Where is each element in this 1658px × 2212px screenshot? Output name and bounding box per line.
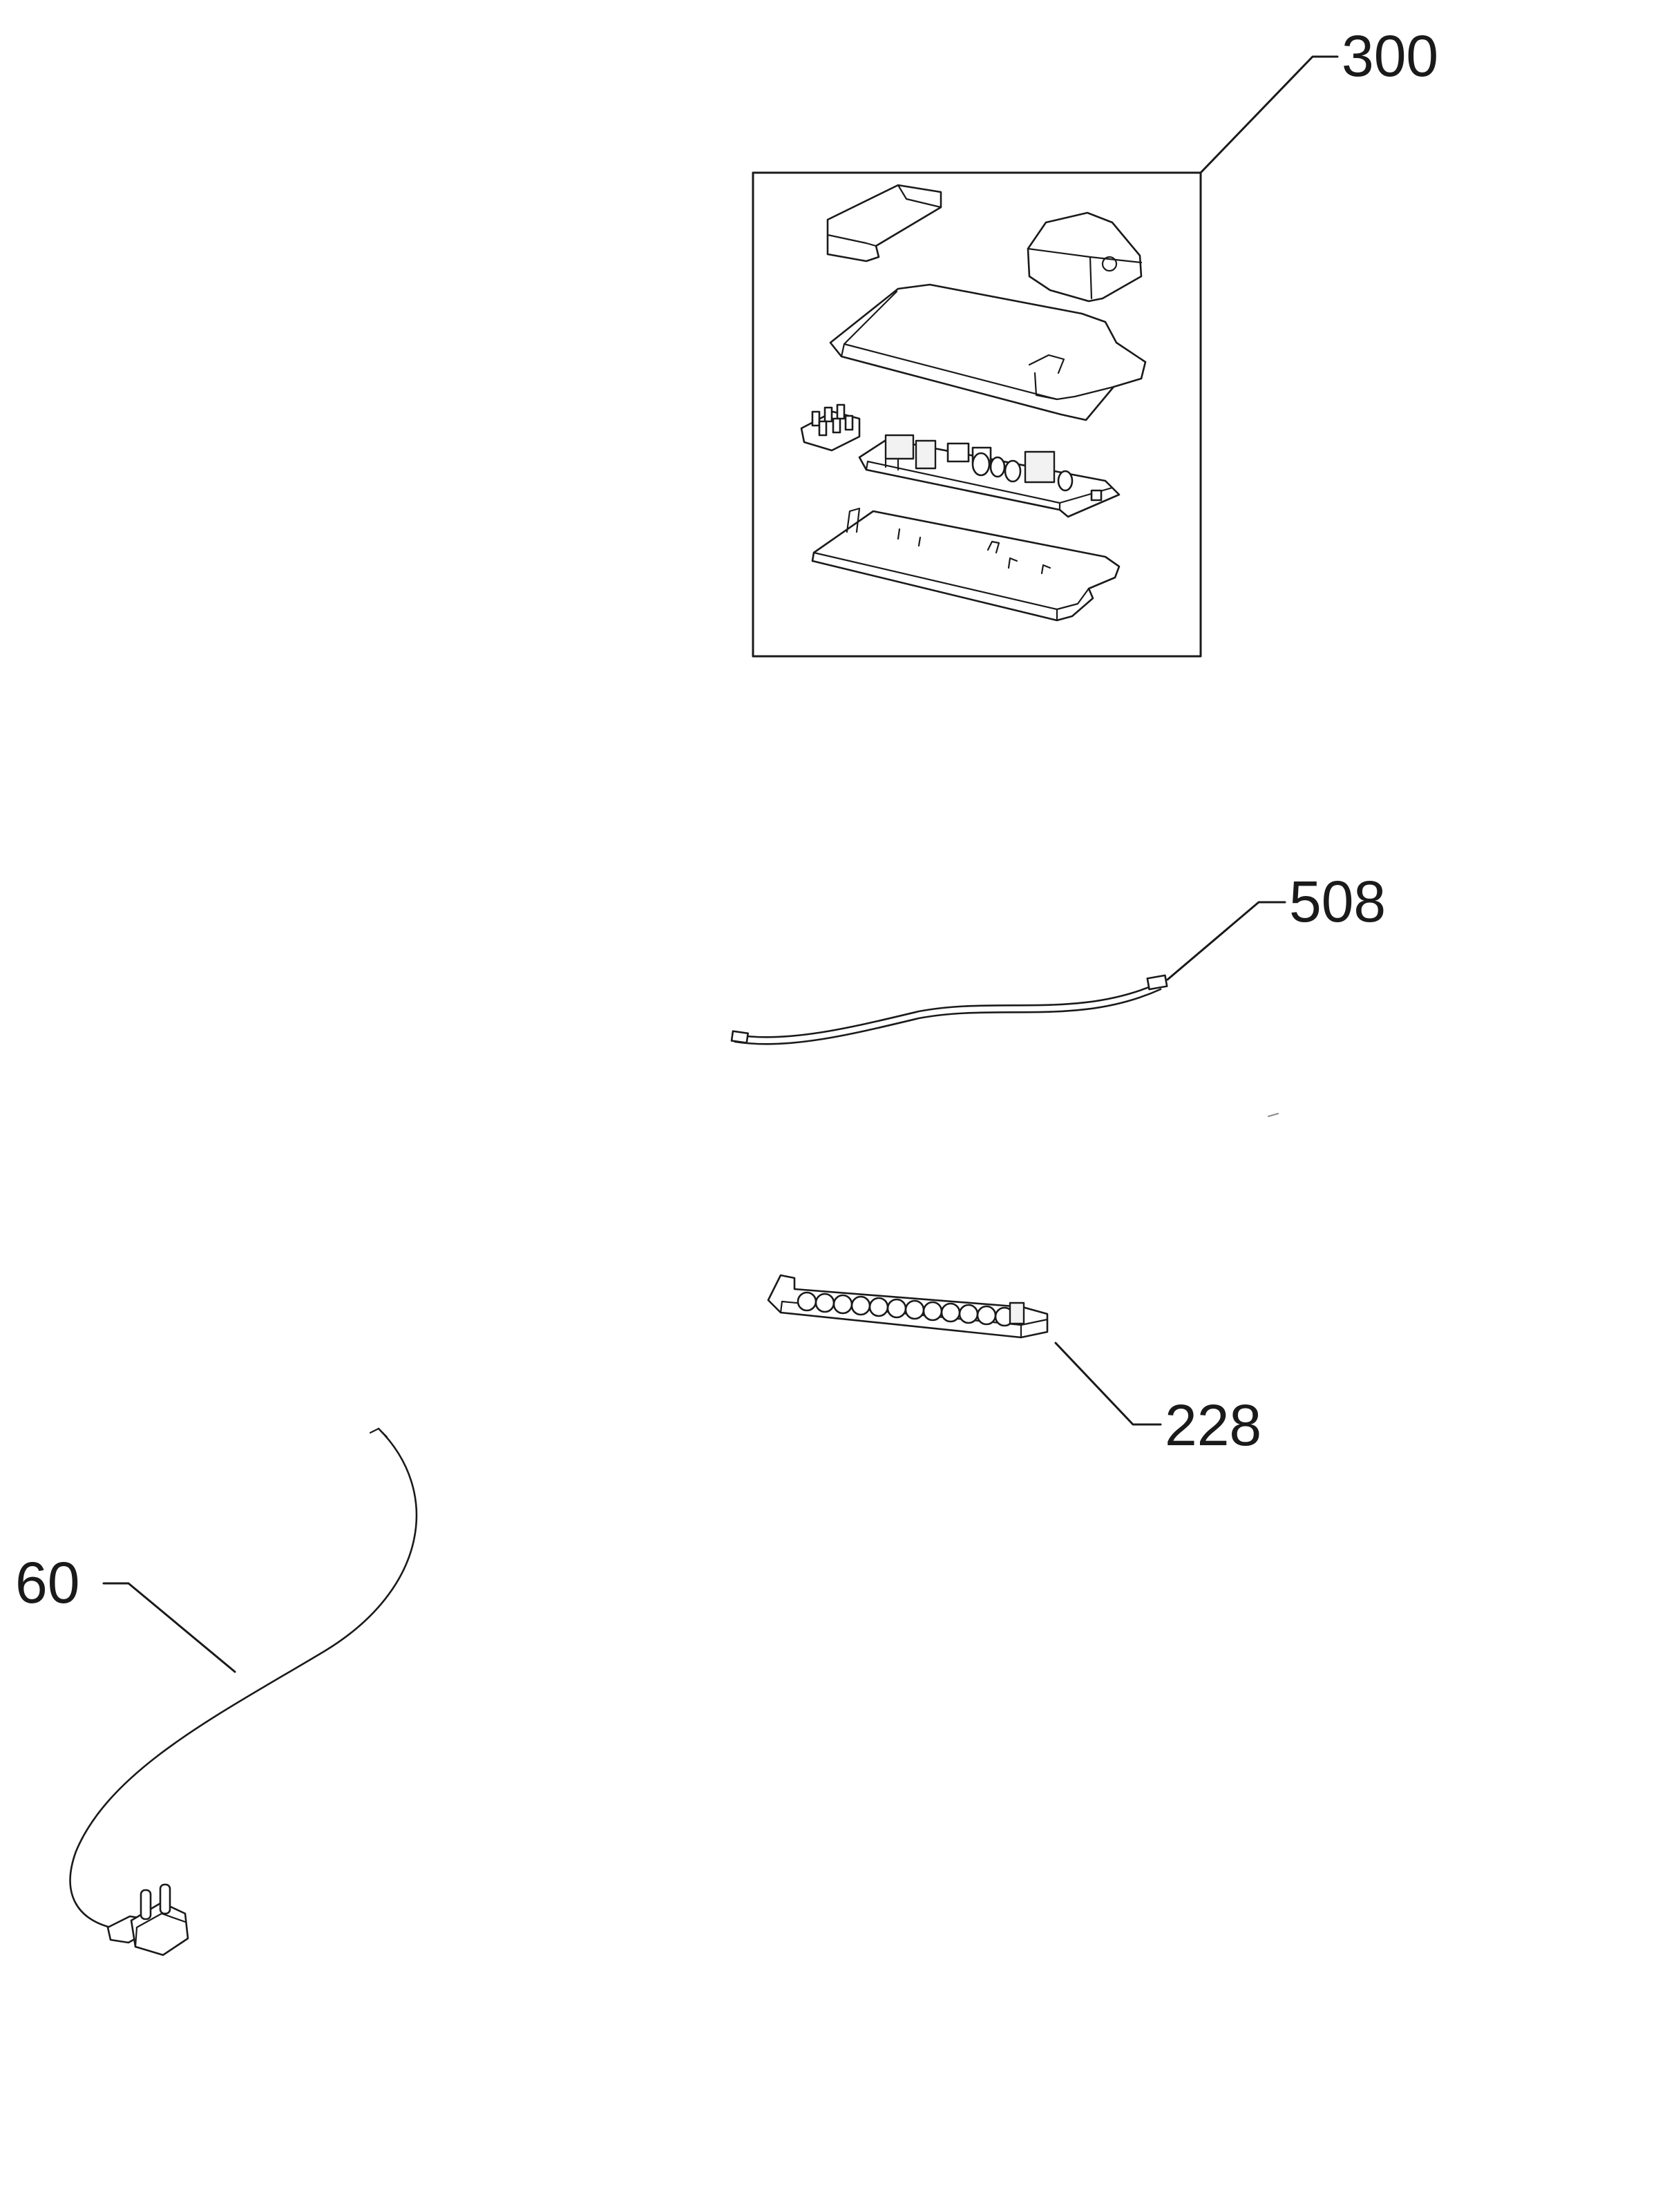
leader-508: [1166, 901, 1286, 981]
power-cord-part: 60: [15, 1427, 418, 1956]
leader-300: [1199, 55, 1339, 174]
button-strip-part: 228: [767, 1274, 1261, 1458]
callout-300: 300: [1342, 23, 1438, 88]
base-plate-part: [811, 507, 1121, 622]
housing-tray-part: [829, 283, 1147, 421]
leader-60: [102, 1582, 236, 1673]
control-module-kit: 300: [752, 23, 1438, 658]
leader-228: [1054, 1342, 1162, 1426]
right-cover-part: [1027, 211, 1143, 303]
button-row: [797, 1291, 1015, 1327]
left-cover-part: [826, 184, 942, 263]
circuit-board-part: [858, 434, 1121, 518]
callout-60: 60: [15, 1550, 79, 1615]
kit-frame: [752, 171, 1202, 658]
connecting-cable-part: 508: [730, 869, 1386, 1118]
callout-228: 228: [1165, 1393, 1261, 1458]
plug-part: [106, 1883, 189, 1956]
callout-508: 508: [1289, 869, 1386, 934]
terminal-block-part: [800, 403, 861, 452]
